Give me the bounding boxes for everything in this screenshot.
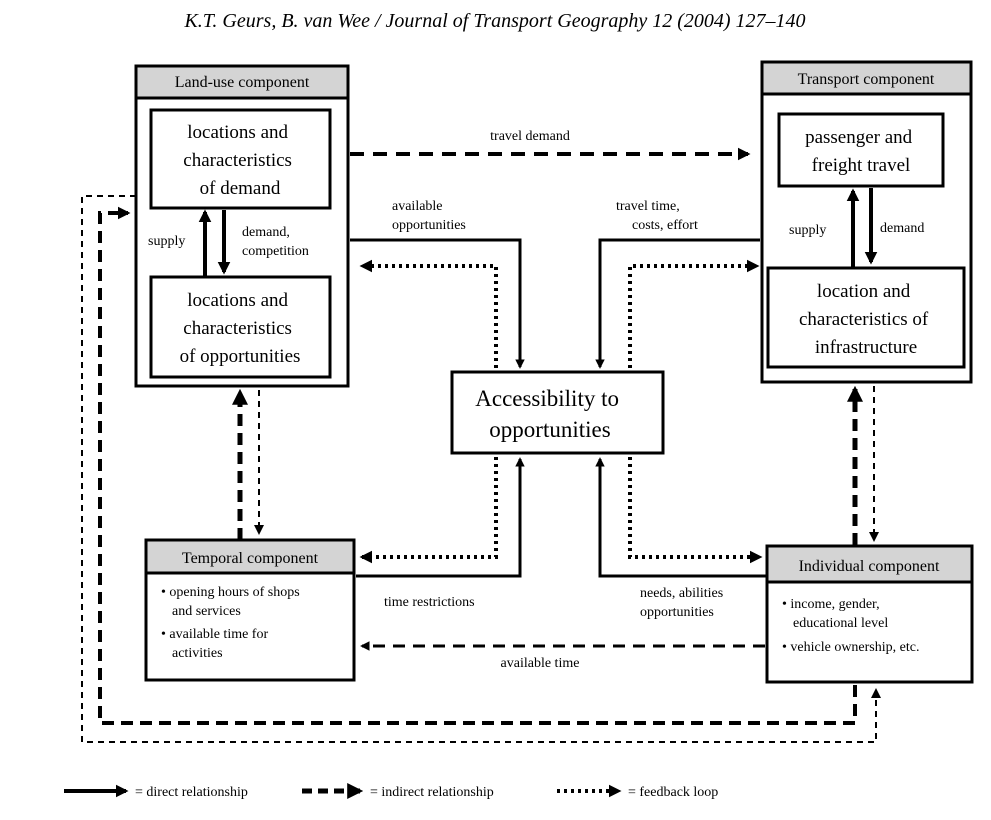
- demand-locations-text: locations and characteristics of demand: [183, 122, 296, 199]
- opportunity-locations-box: [149, 275, 332, 379]
- travel-demand-label: travel demand: [490, 129, 570, 144]
- individual-component: Individual component • income, gender, e…: [765, 544, 974, 684]
- legend-indirect-label: = indirect relationship: [370, 785, 494, 800]
- transport-component: Transport component passenger and freigh…: [760, 60, 973, 384]
- land-use-component: Land-use component locations and charact…: [134, 64, 350, 388]
- travel-time-label: travel time, costs, effort: [616, 199, 698, 233]
- legend-feedback-label: = feedback loop: [628, 785, 718, 800]
- transport-supply-label: supply: [789, 223, 826, 238]
- land-use-supply-label: supply: [148, 234, 185, 249]
- travel-time-arrow: [595, 238, 760, 369]
- demand-locations-box: [149, 108, 332, 210]
- temporal-item-available-time: • available time for activities: [161, 627, 272, 661]
- journal-header: K.T. Geurs, B. van Wee / Journal of Tran…: [183, 10, 805, 32]
- legend-direct-label: = direct relationship: [135, 785, 248, 800]
- demand-competition-label: demand, competition: [242, 225, 309, 259]
- feedback-to-temporal-arrow: [359, 457, 498, 564]
- feedback-to-land-use-arrow: [359, 259, 498, 368]
- temporal-item-opening-hours: • opening hours of shops and services: [161, 585, 303, 619]
- infrastructure-text: location and characteristics of infrastr…: [799, 281, 933, 358]
- accessibility-box: Accessibility to opportunities: [450, 370, 665, 455]
- individual-to-land-use-loop: [98, 206, 857, 725]
- infrastructure-box: [766, 266, 966, 369]
- transport-demand-label: demand: [880, 221, 924, 236]
- transport-title: Transport component: [798, 71, 935, 88]
- feedback-to-transport-arrow: [628, 259, 760, 368]
- time-restrictions-arrow: [356, 457, 525, 578]
- needs-abilities-arrow: [595, 457, 766, 578]
- time-restrictions-label: time restrictions: [384, 595, 475, 610]
- available-opportunities-arrow: [350, 238, 525, 369]
- feedback-to-individual-arrow: [628, 457, 763, 564]
- land-use-to-individual-loop: [81, 195, 881, 743]
- available-time-label: available time: [501, 656, 580, 671]
- individual-title: Individual component: [799, 558, 940, 575]
- individual-item-income: • income, gender, educational level: [782, 597, 888, 631]
- individual-item-vehicle: • vehicle ownership, etc.: [782, 640, 919, 655]
- temporal-title: Temporal component: [182, 550, 319, 567]
- available-opportunities-label: available opportunities: [392, 199, 466, 233]
- accessibility-text: Accessibility to opportunities: [475, 386, 624, 442]
- passenger-freight-box: [777, 112, 945, 188]
- passenger-freight-text: passenger and freight travel: [805, 127, 917, 176]
- temporal-component: Temporal component • opening hours of sh…: [144, 538, 356, 682]
- needs-abilities-label: needs, abilities opportunities: [640, 586, 727, 620]
- opportunity-locations-text: locations and characteristics of opportu…: [180, 290, 301, 367]
- legend: = direct relationship = indirect relatio…: [64, 782, 718, 800]
- land-use-title: Land-use component: [175, 74, 310, 91]
